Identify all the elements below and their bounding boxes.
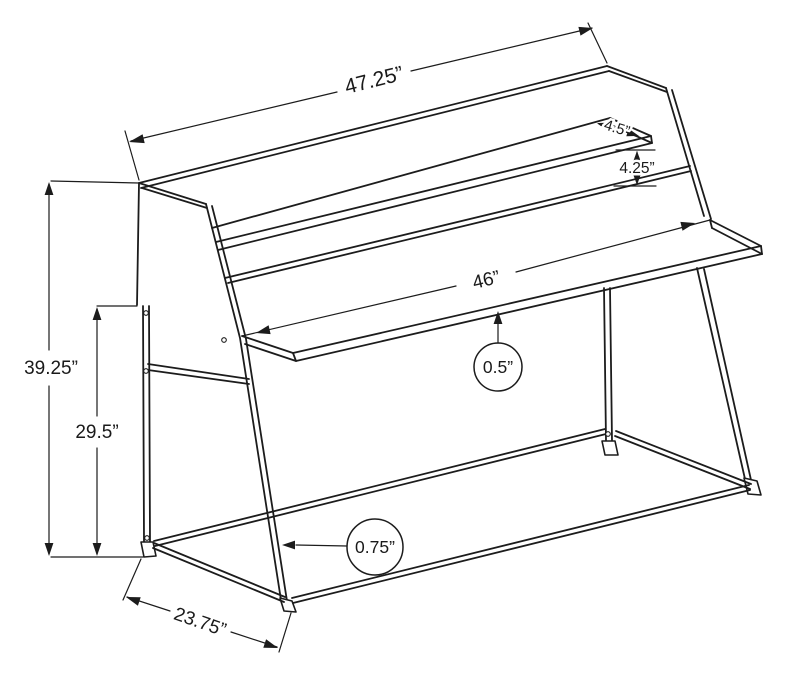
dim-overall-width: 47.25” xyxy=(124,22,608,181)
frame-tube-callout-circle xyxy=(346,518,404,576)
right-back-foot xyxy=(601,440,619,456)
hutch-shelf xyxy=(211,117,653,251)
dim-desktop-thickness-label: 0.5” xyxy=(483,357,513,377)
desk-drawing xyxy=(136,65,763,613)
left-leg-frame xyxy=(142,305,250,543)
bolt-dots xyxy=(143,310,611,541)
dim-depth: 23.75” xyxy=(122,558,292,653)
dim-frame-tube: 0.75” xyxy=(282,518,404,576)
dim-shelf-clearance: 4.25” xyxy=(613,149,657,187)
dim-overall-width-label: 47.25” xyxy=(342,62,405,99)
bottom-stretchers xyxy=(152,428,752,604)
dim-desktop-thickness: 0.5” xyxy=(473,311,523,392)
hutch-back-and-side-panels xyxy=(136,65,712,602)
dim-frame-tube-label: 0.75” xyxy=(355,537,395,557)
dim-overall-height: 39.25” xyxy=(22,180,144,558)
left-back-foot xyxy=(140,541,157,558)
dim-desktop-width: 46” xyxy=(241,219,711,337)
left-front-foot xyxy=(279,597,297,613)
desktop-surface xyxy=(241,219,763,362)
dim-depth-label: 23.75” xyxy=(171,604,229,641)
dim-desktop-height-label: 29.5” xyxy=(75,422,118,443)
dim-desktop-height: 29.5” xyxy=(73,305,138,556)
dim-shelf-clearance-label: 4.25” xyxy=(619,160,654,177)
dim-desktop-width-label: 46” xyxy=(471,267,503,294)
dim-overall-height-label: 39.25” xyxy=(24,358,78,379)
right-leg-frame xyxy=(603,267,752,481)
dim-shelf-depth-label: 4.5” xyxy=(602,117,632,141)
